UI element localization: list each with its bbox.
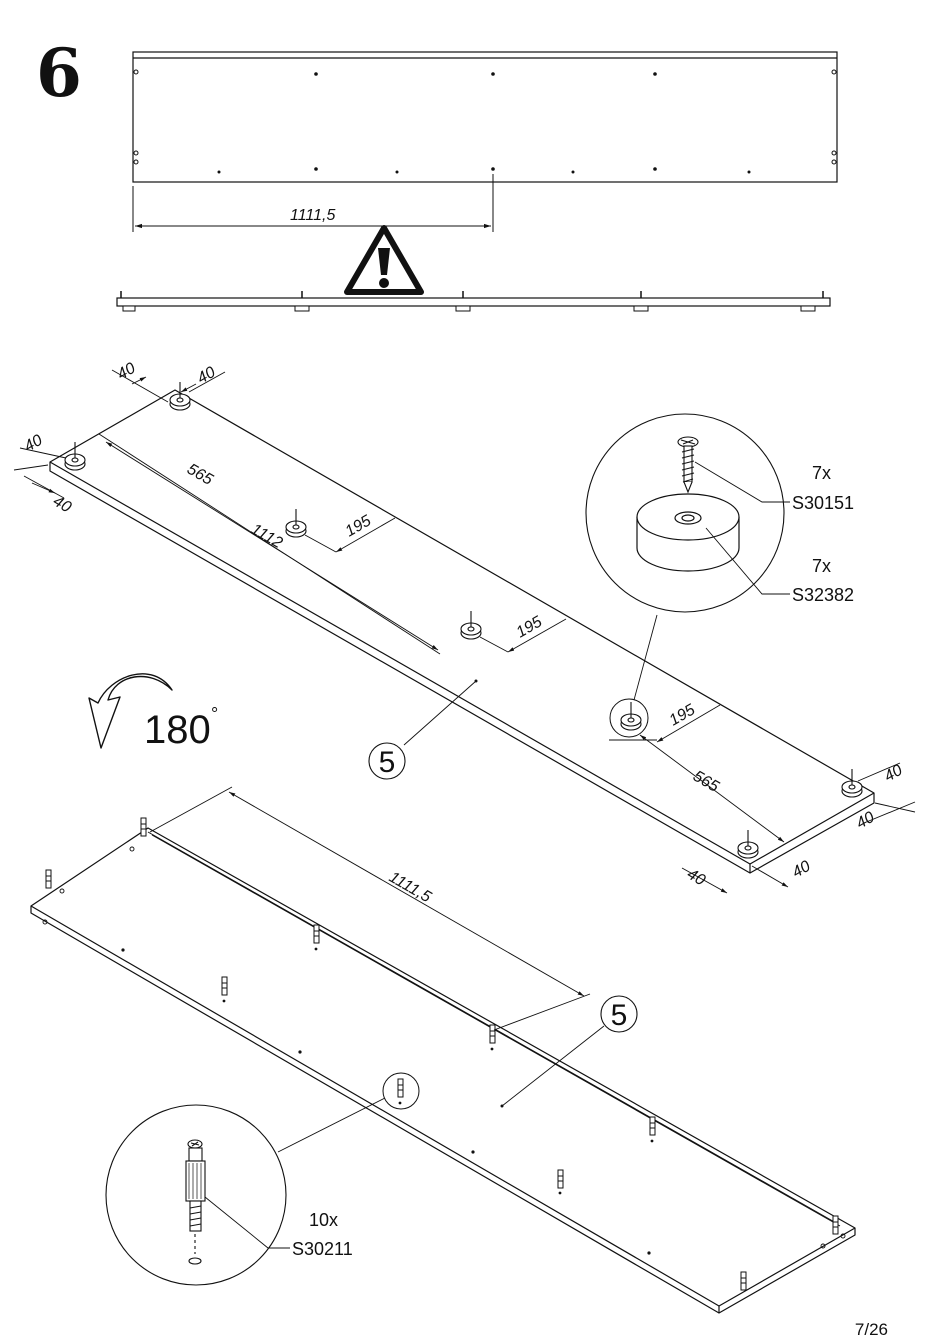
svg-text:40: 40 bbox=[50, 493, 74, 517]
page-number: 7/26 bbox=[854, 1320, 888, 1339]
svg-text:40: 40 bbox=[115, 360, 139, 384]
svg-text:5: 5 bbox=[611, 999, 628, 1032]
svg-text:5: 5 bbox=[379, 746, 396, 779]
side-profile-panel bbox=[116, 297, 831, 307]
svg-text:40: 40 bbox=[854, 809, 878, 833]
svg-text:40: 40 bbox=[22, 432, 46, 456]
dowel-quantity: 10x bbox=[309, 1210, 338, 1230]
dowel-icon bbox=[140, 817, 147, 837]
rotation-unit: ° bbox=[211, 704, 218, 724]
rotation-value: 180 bbox=[144, 708, 211, 752]
dowel-icon bbox=[649, 1116, 656, 1136]
screw-icon bbox=[677, 436, 699, 494]
foot bbox=[841, 769, 863, 798]
dowel-icon bbox=[313, 924, 320, 944]
cam-dowel-icon bbox=[185, 1139, 206, 1265]
top-panel-dimension-label: 1111,5 bbox=[290, 207, 335, 224]
dowel-icon bbox=[489, 1024, 496, 1044]
dowel-panel-dimension-label: 1111,5 bbox=[386, 869, 434, 906]
dowel-icon bbox=[45, 869, 52, 889]
step-number: 6 bbox=[36, 34, 82, 112]
feet-dimension-lines bbox=[13, 369, 916, 894]
panel-5-edge-holes bbox=[42, 846, 846, 1249]
svg-text:40: 40 bbox=[195, 364, 219, 388]
dowel-icon bbox=[740, 1271, 747, 1291]
screw-code: S30151 bbox=[792, 493, 854, 513]
side-profile-feet bbox=[122, 305, 816, 312]
top-panel-edge-holes bbox=[133, 69, 837, 165]
foot bbox=[64, 442, 86, 471]
foot-quantity: 7x bbox=[812, 556, 831, 576]
foot bbox=[460, 611, 482, 640]
dowel-icon bbox=[832, 1215, 839, 1235]
dowel-highlight-circle bbox=[382, 1072, 420, 1110]
top-panel-holes bbox=[217, 72, 751, 174]
warning-triangle-icon bbox=[344, 225, 424, 295]
top-panel bbox=[132, 51, 838, 183]
foot bbox=[620, 702, 642, 731]
dowel-panel-dimension bbox=[149, 786, 591, 1031]
svg-text:40: 40 bbox=[882, 762, 906, 786]
dowel-code: S30211 bbox=[292, 1239, 353, 1259]
dowel-detail-magnifier bbox=[105, 1097, 386, 1286]
part-callout-5-lower: 5 bbox=[500, 995, 638, 1108]
foot-highlight-circle bbox=[609, 698, 649, 738]
foot-code: S32382 bbox=[792, 585, 854, 605]
foot-detail-magnifier bbox=[585, 413, 790, 701]
rotate-arrow-icon bbox=[88, 673, 173, 749]
dowel-icon bbox=[557, 1169, 564, 1189]
svg-text:40: 40 bbox=[790, 858, 814, 882]
screw-quantity: 7x bbox=[812, 463, 831, 483]
svg-text:40: 40 bbox=[684, 866, 708, 890]
dowel-icon bbox=[397, 1078, 404, 1098]
foot bbox=[737, 830, 759, 859]
foot bbox=[169, 382, 191, 411]
furniture-foot-icon bbox=[636, 493, 740, 572]
dowel-icon bbox=[221, 976, 228, 996]
part-callout-5-upper: 5 bbox=[368, 679, 478, 780]
top-panel-dimension bbox=[132, 174, 494, 232]
side-profile-screws bbox=[120, 291, 824, 298]
